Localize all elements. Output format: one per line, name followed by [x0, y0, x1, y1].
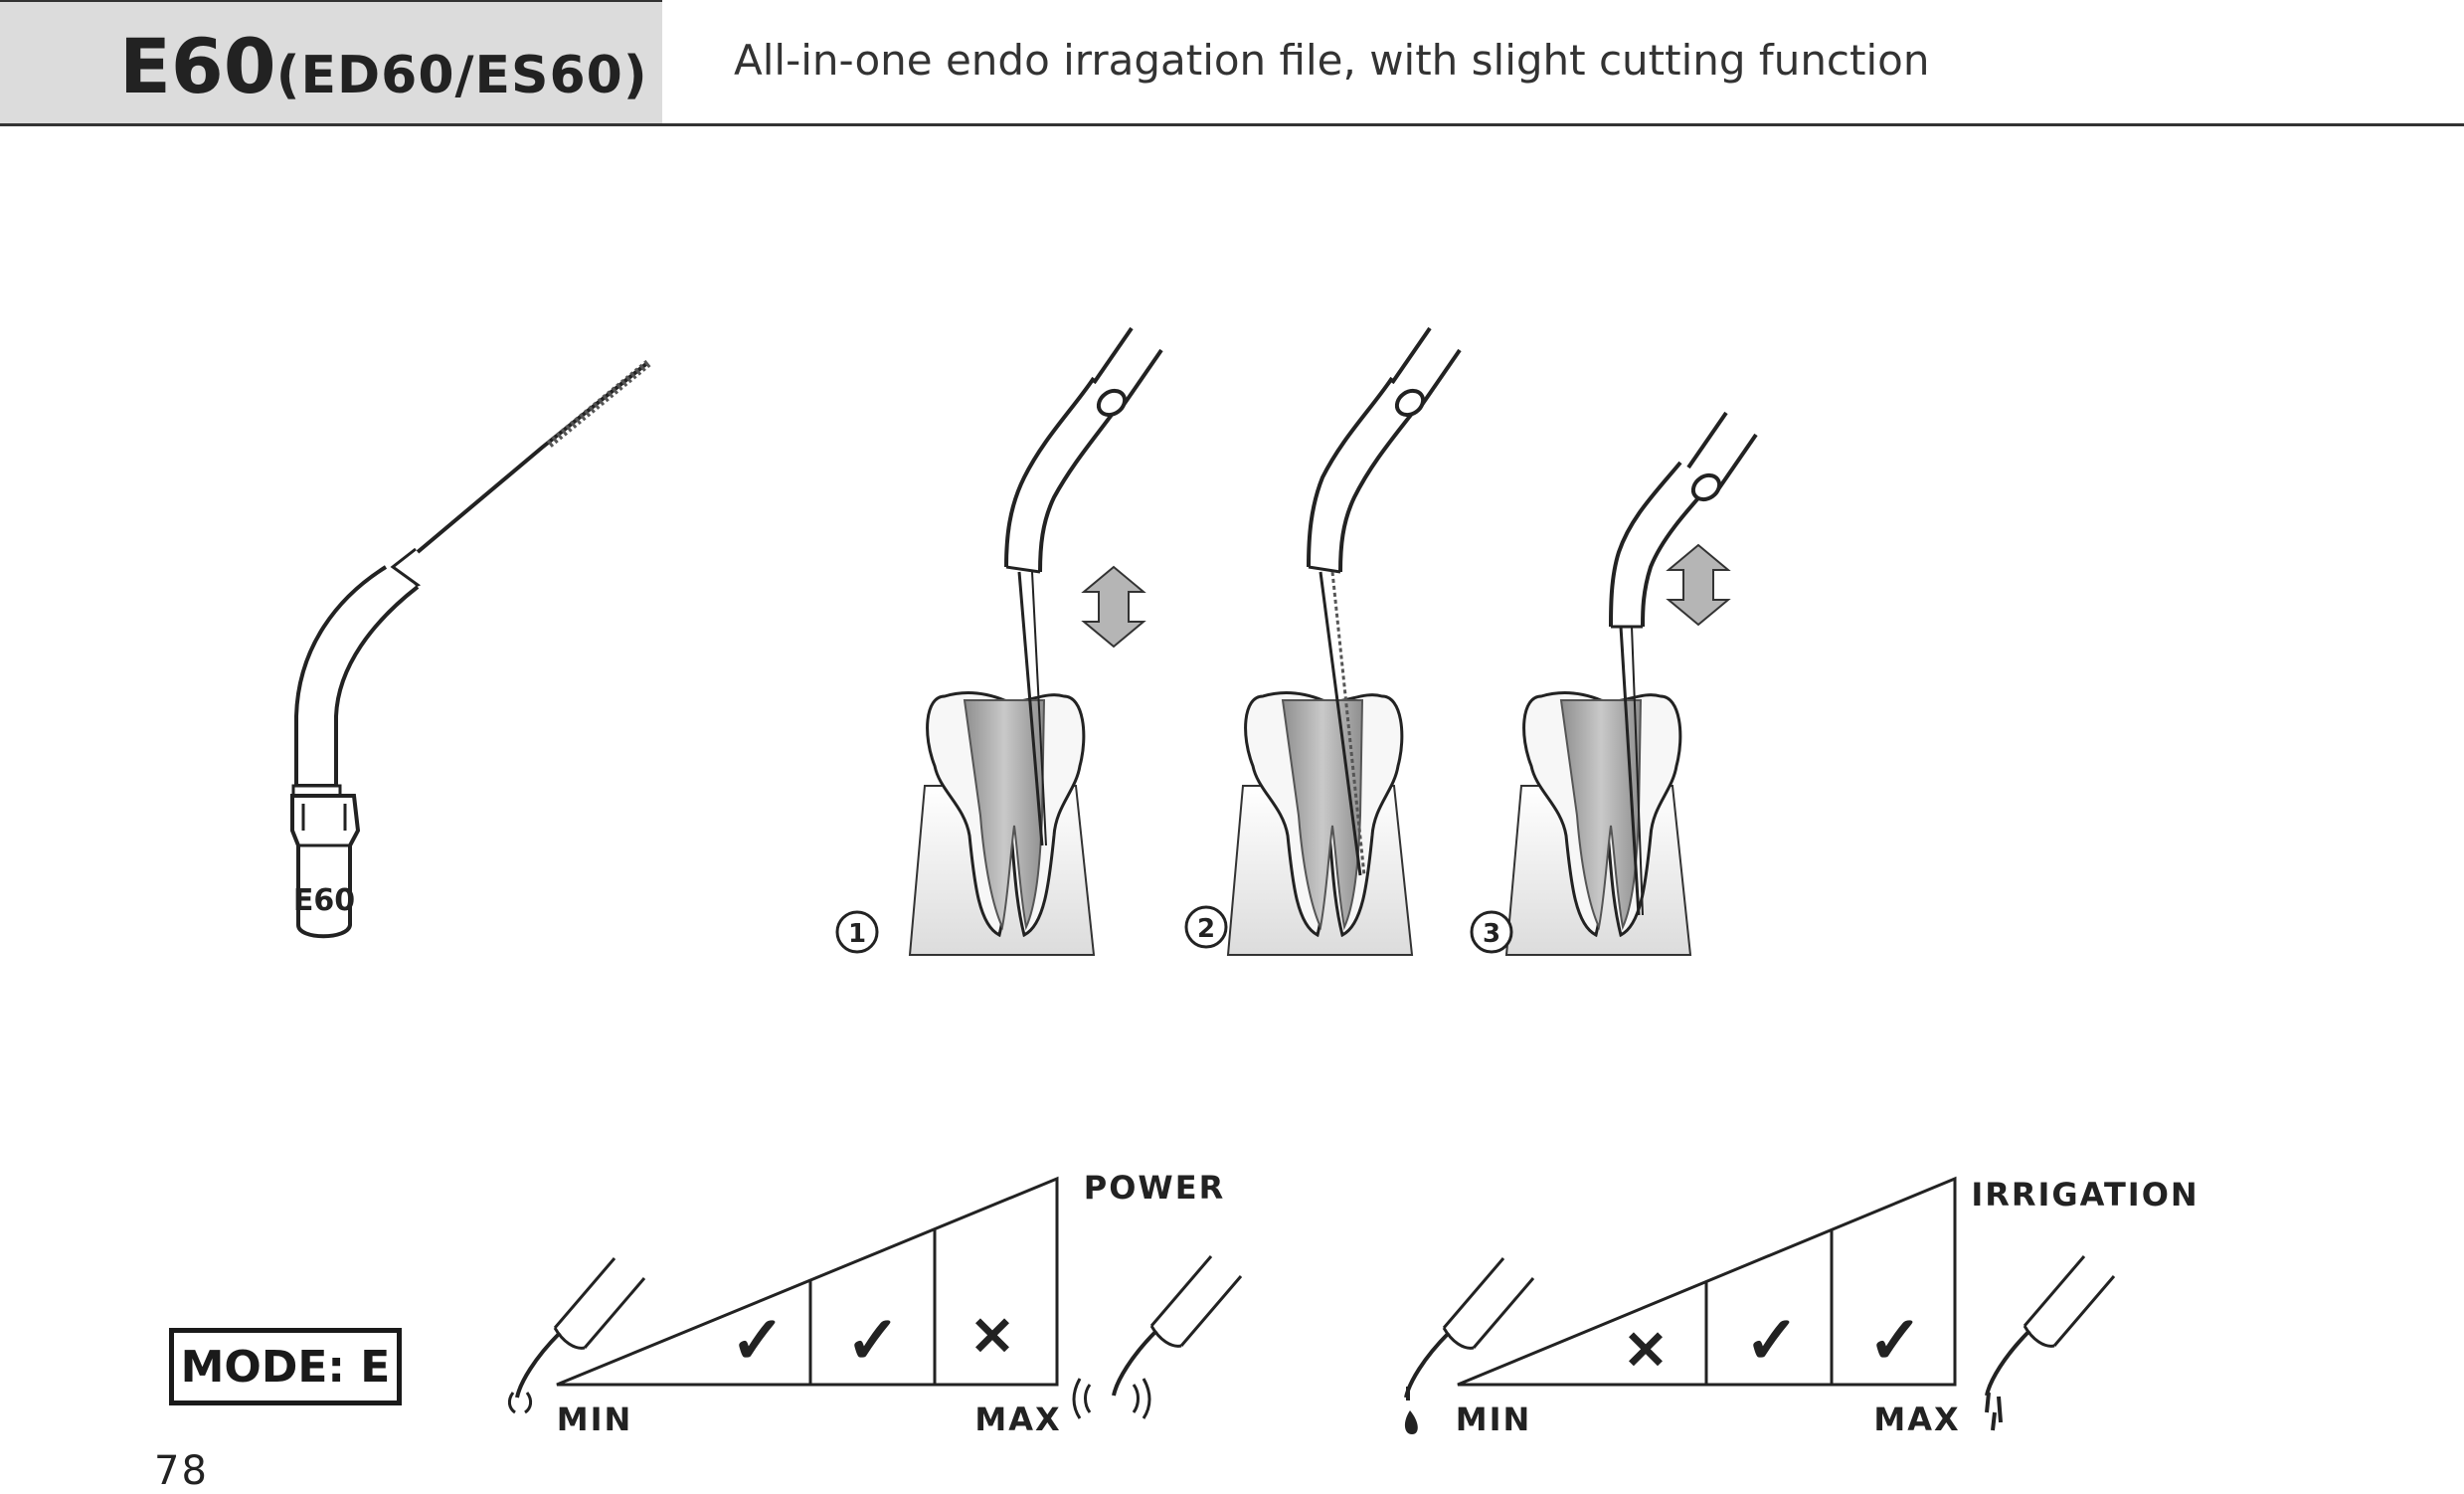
- step-1-number: 1: [848, 919, 866, 949]
- step-3-illustration: 3: [1470, 411, 1758, 957]
- irrigation-min-label: MIN: [1456, 1401, 1532, 1438]
- power-title: POWER: [1084, 1169, 1225, 1207]
- irrigation-title: IRRIGATION: [1971, 1176, 2199, 1214]
- irrigation-scale: IRRIGATION MIN MAX ✕ ✓ ✓: [1404, 1176, 2199, 1438]
- power-max-tip-icon: [1112, 1254, 1243, 1398]
- header-rule: [0, 123, 2464, 126]
- irrigation-level-1-mark: ✕: [1623, 1321, 1668, 1381]
- irrigation-max-tip-icon: [1985, 1254, 2116, 1398]
- product-description: All-in-one endo irragation file, with sl…: [734, 36, 1930, 85]
- power-level-1-mark: ✓: [730, 1303, 785, 1377]
- step-1-illustration: 1: [835, 326, 1163, 957]
- power-max-label: MAX: [974, 1401, 1061, 1438]
- power-scale: POWER MIN MAX ✓ ✓ ✕: [507, 1169, 1243, 1438]
- step-3-number: 3: [1483, 919, 1500, 949]
- tip-illustration: E60: [290, 359, 651, 939]
- irrigation-level-3-mark: ✓: [1867, 1303, 1922, 1377]
- mode-indicator: MODE: E: [169, 1328, 402, 1405]
- step-2-number: 2: [1197, 914, 1215, 944]
- step-2-illustration: 2: [1184, 326, 1462, 957]
- page-number: 78: [154, 1448, 209, 1494]
- power-min-label: MIN: [557, 1401, 633, 1438]
- model-variants: (ED60/ES60): [275, 46, 648, 105]
- irrigation-level-2-mark: ✓: [1744, 1303, 1799, 1377]
- tip-engraving: E60: [293, 883, 355, 918]
- irrigation-max-label: MAX: [1873, 1401, 1960, 1438]
- power-level-3-mark: ✕: [969, 1307, 1014, 1367]
- model-title: E60(ED60/ES60): [119, 22, 648, 110]
- power-level-2-mark: ✓: [845, 1303, 900, 1377]
- header-box: [0, 0, 662, 123]
- model-name: E60: [119, 22, 276, 110]
